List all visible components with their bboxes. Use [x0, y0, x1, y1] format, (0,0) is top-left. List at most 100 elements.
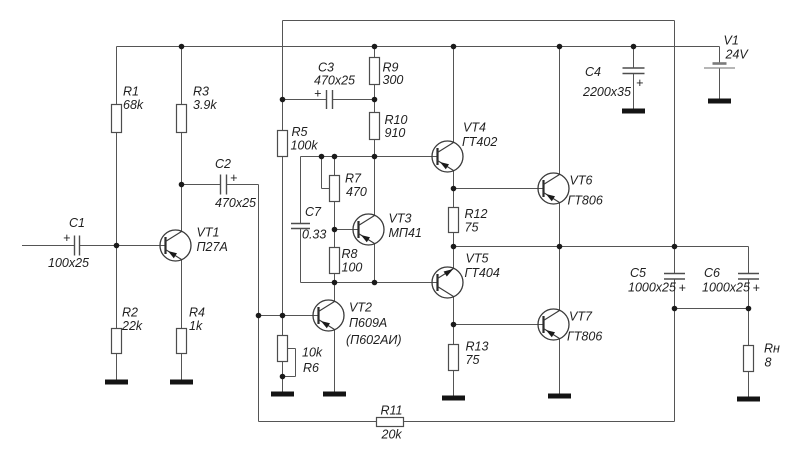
resistor-R5 [276, 129, 289, 158]
label-C1-plus: + [63, 231, 70, 245]
transistor-VT1 [159, 229, 192, 262]
label-R2-value: 22k [121, 319, 143, 333]
label-VT4-name: VT4 [463, 121, 486, 135]
label-VT5-name: VT5 [466, 252, 489, 266]
label-C6-value: 1000x25 [702, 281, 750, 295]
transistor-VT7 [537, 308, 570, 341]
label-R13-value: 75 [466, 353, 480, 367]
wires [22, 20, 749, 422]
label-R12-name: R12 [465, 207, 488, 221]
label-R1-name: R1 [123, 85, 139, 99]
label-R9-name: R9 [383, 61, 399, 75]
ground-icon [548, 393, 571, 399]
label-VT7-name: VT7 [569, 310, 593, 324]
ground-icon [323, 391, 346, 397]
transistor-VT2 [312, 299, 345, 332]
label-R10-value: 910 [385, 126, 406, 140]
label-R8-value: 100 [342, 261, 363, 275]
label-R6-value: 10k [302, 346, 323, 360]
label-VT3-name: VT3 [389, 212, 412, 226]
label-R4-name: R4 [189, 306, 205, 320]
label-Rn-value: 8 [765, 356, 772, 370]
labels: C1 100x25 + C2 470x25 + C3 470x25 + C4 2… [48, 34, 780, 442]
resistor-R6 [276, 334, 289, 363]
resistor-Rn [742, 344, 755, 373]
label-R6-name: R6 [303, 361, 319, 375]
label-C5-plus: + [679, 281, 686, 295]
label-VT2-name: VT2 [349, 301, 372, 315]
transistor-VT3 [352, 213, 385, 246]
resistor-R9 [368, 56, 381, 86]
label-V1-value: 24V [725, 48, 750, 62]
label-C3-name: C3 [318, 61, 334, 75]
resistor-R4 [175, 327, 188, 355]
resistor-R10 [368, 111, 381, 141]
battery-V1 [704, 62, 735, 69]
label-C2-value: 470x25 [215, 196, 256, 210]
capacitor-C5 [664, 272, 685, 280]
label-R3-value: 3.9k [193, 98, 217, 112]
label-VT5-type: ГТ404 [465, 266, 500, 280]
resistor-R8 [328, 246, 341, 275]
label-C4-plus: + [636, 76, 643, 90]
label-R10-name: R10 [385, 113, 408, 127]
label-VT1-type: П27А [197, 240, 228, 254]
capacitor-C7 [291, 222, 310, 230]
label-VT7-type: ГТ806 [567, 330, 602, 344]
label-C3-plus: + [314, 87, 321, 101]
ground-icon [622, 108, 645, 114]
label-R9-value: 300 [383, 73, 404, 87]
label-R1-value: 68k [123, 98, 144, 112]
label-VT4-type: ГТ402 [462, 135, 497, 149]
ground-icon [271, 391, 294, 397]
label-Rn-name: Rн [764, 342, 780, 356]
capacitor-C1 [73, 235, 81, 256]
resistors [110, 56, 755, 428]
ground-symbols [105, 98, 760, 402]
label-C1-name: C1 [69, 216, 85, 230]
label-R3-name: R3 [193, 85, 209, 99]
label-R8-name: R8 [342, 247, 358, 261]
label-R5-value: 100k [291, 139, 319, 153]
capacitor-C6 [738, 272, 759, 280]
resistor-R11 [375, 416, 405, 428]
label-C1-value: 100x25 [48, 256, 89, 270]
resistor-R3 [175, 103, 188, 134]
label-R12-value: 75 [465, 221, 479, 235]
ground-icon [105, 379, 128, 385]
label-V1-name: V1 [724, 34, 739, 48]
label-C2-plus: + [230, 171, 237, 185]
label-C6-plus: + [753, 281, 760, 295]
label-R13-name: R13 [466, 340, 489, 354]
resistor-R13 [447, 343, 460, 372]
label-C5-name: C5 [630, 266, 646, 280]
capacitor-C3 [325, 90, 334, 109]
resistor-R2 [110, 327, 123, 355]
label-VT6-name: VT6 [570, 174, 593, 188]
label-R7-name: R7 [345, 172, 362, 186]
label-R4-value: 1k [189, 319, 203, 333]
label-C4-value: 2200x35 [582, 85, 631, 99]
label-C5-value: 1000x25 [628, 281, 676, 295]
label-C2-name: C2 [215, 157, 231, 171]
label-VT1-name: VT1 [197, 226, 220, 240]
junction-dots [113, 43, 752, 380]
resistor-R12 [447, 206, 460, 234]
capacitors [73, 67, 759, 280]
resistor-R7 [328, 174, 341, 203]
ground-icon [737, 396, 760, 402]
label-C7-name: C7 [305, 205, 322, 219]
label-C6-name: C6 [704, 266, 720, 280]
label-R7-value: 470 [346, 185, 367, 199]
label-R11-name: R11 [381, 404, 403, 418]
label-R2-name: R2 [122, 306, 138, 320]
label-R11-value: 20k [381, 428, 403, 442]
label-C3-value: 470x25 [314, 74, 355, 88]
label-C4-name: C4 [585, 65, 601, 79]
transistor-VT6 [537, 172, 570, 205]
label-C7-value: 0.33 [302, 228, 326, 242]
ground-icon [442, 395, 465, 401]
label-VT3-type: МП41 [389, 226, 422, 240]
